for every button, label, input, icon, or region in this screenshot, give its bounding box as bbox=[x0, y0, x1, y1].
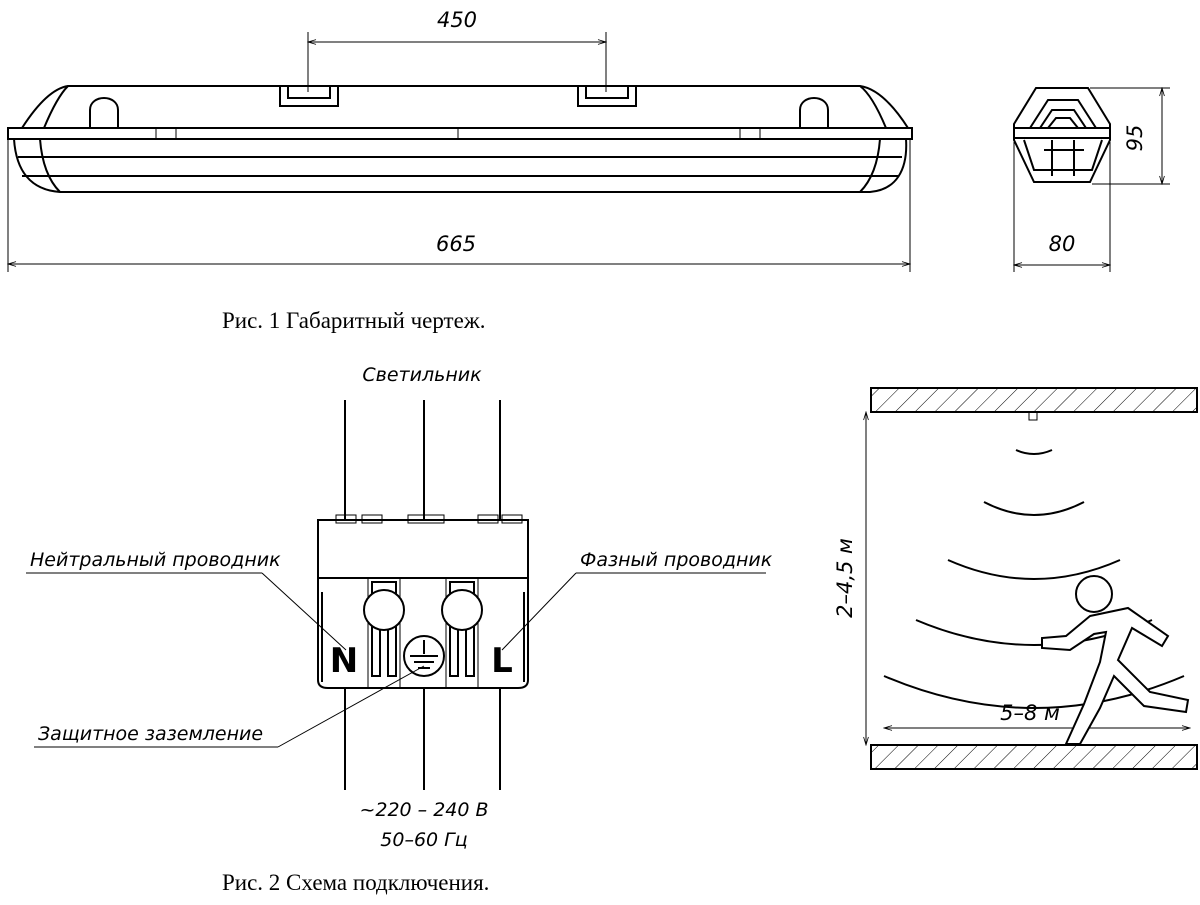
voltage-label: ~220 – 240 В bbox=[359, 799, 488, 821]
luminaire-end-view: 95 80 bbox=[1013, 87, 1170, 272]
terminal-n: N bbox=[330, 641, 358, 681]
dim-450-label: 450 bbox=[437, 8, 477, 32]
distance-range-label: 5–8 м bbox=[1000, 701, 1060, 725]
sensor bbox=[1028, 411, 1038, 421]
terminal-l: L bbox=[491, 641, 513, 681]
phase-label: Фазный проводник bbox=[580, 549, 773, 571]
dim-95-label: 95 bbox=[1123, 125, 1147, 152]
neutral-label: Нейтральный проводник bbox=[30, 549, 281, 571]
frequency-label: 50–60 Гц bbox=[380, 829, 467, 851]
dim-665-label: 665 bbox=[436, 232, 476, 256]
wiring-diagram: Светильник N L bbox=[26, 364, 773, 851]
ground-label: Защитное заземление bbox=[38, 723, 263, 745]
height-range-label: 2–4,5 м bbox=[833, 538, 857, 618]
sensor-coverage-diagram: 2–4,5 м 5–8 м bbox=[833, 387, 1198, 770]
luminaire-label: Светильник bbox=[362, 364, 482, 386]
ceiling bbox=[870, 387, 1198, 413]
fig1-caption: Рис. 1 Габаритный чертеж. bbox=[222, 308, 485, 333]
luminaire-side-view: 450 665 bbox=[8, 8, 913, 272]
dim-80-label: 80 bbox=[1049, 232, 1076, 256]
fig2-caption: Рис. 2 Схема подключения. bbox=[222, 870, 489, 895]
floor bbox=[870, 744, 1198, 770]
running-person-icon bbox=[1041, 575, 1190, 745]
